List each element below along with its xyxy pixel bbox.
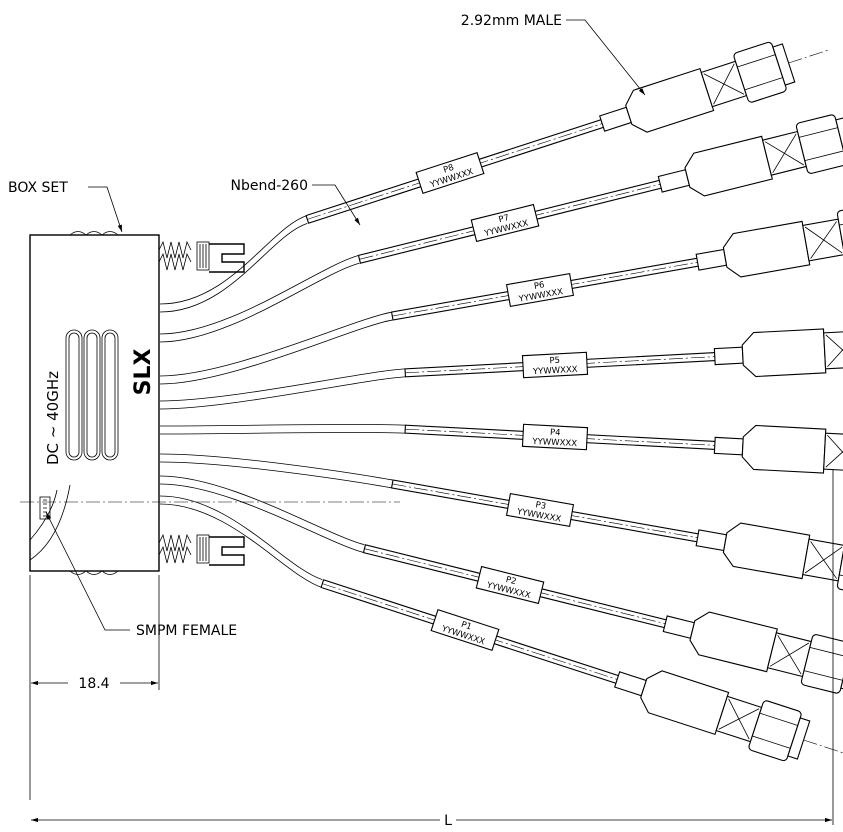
cable-group: P1YYWWXXXP2YYWWXXXP3YYWWXXXP4YYWWXXXP5YY… (159, 41, 843, 762)
callout-connector-male (566, 19, 646, 96)
coupling-spring-bottom (158, 533, 245, 566)
port-tag (430, 608, 500, 652)
port-tag (505, 272, 575, 308)
port-code: YYWWXXX (532, 365, 578, 377)
callout-connector-female (45, 511, 130, 631)
port-tag (415, 151, 485, 195)
port-label: P8 (442, 163, 455, 176)
logo-text: SLX (131, 349, 156, 396)
port-tag (475, 565, 545, 605)
port-label: P6 (533, 280, 545, 292)
dimension-box-width (29, 575, 160, 800)
box-width-dimension-text: 18.4 (78, 676, 109, 692)
cable-label: Nbend-260 (230, 178, 308, 194)
port-label: P4 (550, 428, 561, 439)
port-label: P2 (505, 575, 518, 587)
overall-length-dimension-text: L (444, 813, 452, 829)
port-tag (505, 492, 575, 528)
port-label: P5 (549, 356, 560, 367)
port-label: P3 (535, 500, 547, 512)
port-label: P1 (460, 620, 473, 633)
callout-cable (312, 184, 361, 226)
dimension-overall-length (31, 470, 834, 825)
callout-box (88, 186, 123, 233)
port-code: YYWWXXX (531, 437, 577, 449)
port-label: P7 (498, 213, 511, 225)
port-tag (470, 203, 540, 243)
coupling-spring-top (158, 240, 245, 273)
box-label: BOX SET (8, 180, 68, 196)
port-tag (521, 423, 589, 451)
connector-female-label: SMPM FEMALE (136, 623, 237, 639)
port-tag (521, 351, 589, 379)
box-body (29, 231, 160, 575)
connector-male-label: 2.92mm MALE (461, 13, 562, 29)
frequency-range-text: DC ~ 40GHz (44, 371, 62, 465)
